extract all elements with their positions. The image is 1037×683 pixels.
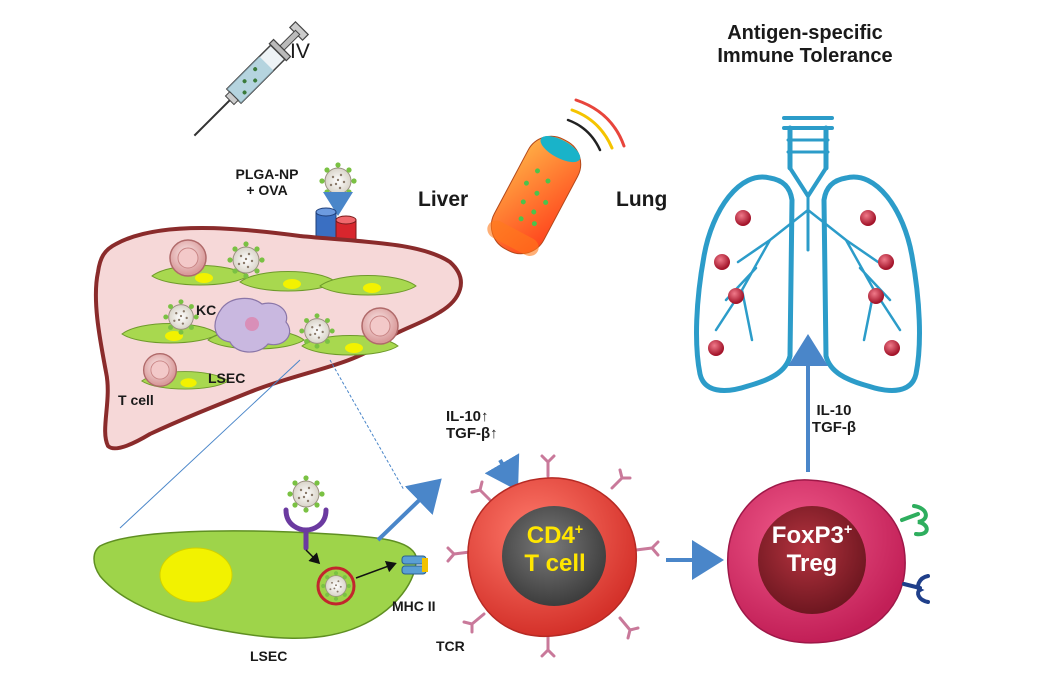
- receptor-icon: [283, 507, 329, 551]
- cd4-label-main: CD4: [526, 522, 575, 549]
- cd4-label-line-2: T cell: [524, 549, 586, 577]
- nanoparticle-label: PLGA-NP + OVA: [222, 166, 312, 198]
- t-cell-label: T cell: [118, 392, 154, 408]
- mhc-label: MHC II: [392, 598, 436, 614]
- mhc-ii-icon: [401, 555, 428, 575]
- signal-waves-icon: [566, 98, 626, 152]
- lsec-cell-enlarged: [93, 530, 417, 639]
- liver-illustration: [93, 226, 463, 451]
- title-line-1: Antigen-specific: [727, 22, 883, 44]
- treg-cell: [727, 479, 930, 644]
- zoom-line: [119, 359, 301, 529]
- cd4-label-sup: +: [574, 522, 584, 538]
- kc-label: KC: [196, 302, 217, 318]
- cytokines-left-line-1: IL-10↑: [446, 408, 489, 425]
- title-line-2: Immune Tolerance: [717, 45, 893, 67]
- t-cell-icon: [142, 352, 178, 388]
- tcr-label: TCR: [436, 638, 465, 654]
- cytokines-right-line-2: TGF-β: [811, 419, 857, 437]
- lung-antigen-dots: [708, 210, 900, 356]
- treg-label-sup: +: [843, 522, 853, 538]
- cd4-cell-label: CD4+ T cell: [500, 522, 610, 577]
- treg-cell-label: FoxP3+ Treg: [752, 522, 872, 577]
- nanoparticle-label-line-2: + OVA: [246, 182, 288, 199]
- treg-label-line-2: Treg: [786, 549, 838, 577]
- uptake-arrow: [305, 549, 321, 565]
- syringe-icon: [193, 20, 310, 137]
- zoom-line: [329, 359, 405, 491]
- t-cell-icon: [169, 239, 207, 277]
- lungs-illustration: [694, 116, 922, 393]
- cytokine-to-cd4-arrow: [484, 453, 520, 491]
- cd4-t-cell: [446, 454, 660, 658]
- nanoparticle-icon: [286, 474, 326, 514]
- cytokines-right-line-1: IL-10: [816, 402, 852, 419]
- cytokines-left: IL-10↑ TGF-β↑: [446, 408, 498, 443]
- iv-label: IV: [290, 40, 310, 63]
- liver-lung-device-icon: [487, 135, 582, 256]
- liver-label: Liver: [418, 188, 469, 211]
- nanoparticle-label-line-1: PLGA-NP: [235, 166, 299, 182]
- lsec-liver-label: LSEC: [208, 370, 246, 386]
- cytokines-left-line-2: TGF-β↑: [446, 425, 498, 443]
- title: Antigen-specific Immune Tolerance: [690, 22, 920, 68]
- cytokine-arrow: [376, 478, 442, 542]
- lung-label: Lung: [616, 188, 668, 211]
- lsec-bottom-label: LSEC: [250, 648, 288, 664]
- cytokines-right: IL-10 TGF-β: [798, 402, 870, 437]
- nanoparticle-icon: [318, 161, 358, 201]
- t-cell-icon: [361, 307, 399, 345]
- treg-label-main: FoxP3: [771, 522, 844, 549]
- processing-arrow: [355, 560, 397, 579]
- endosome-icon: [316, 566, 356, 606]
